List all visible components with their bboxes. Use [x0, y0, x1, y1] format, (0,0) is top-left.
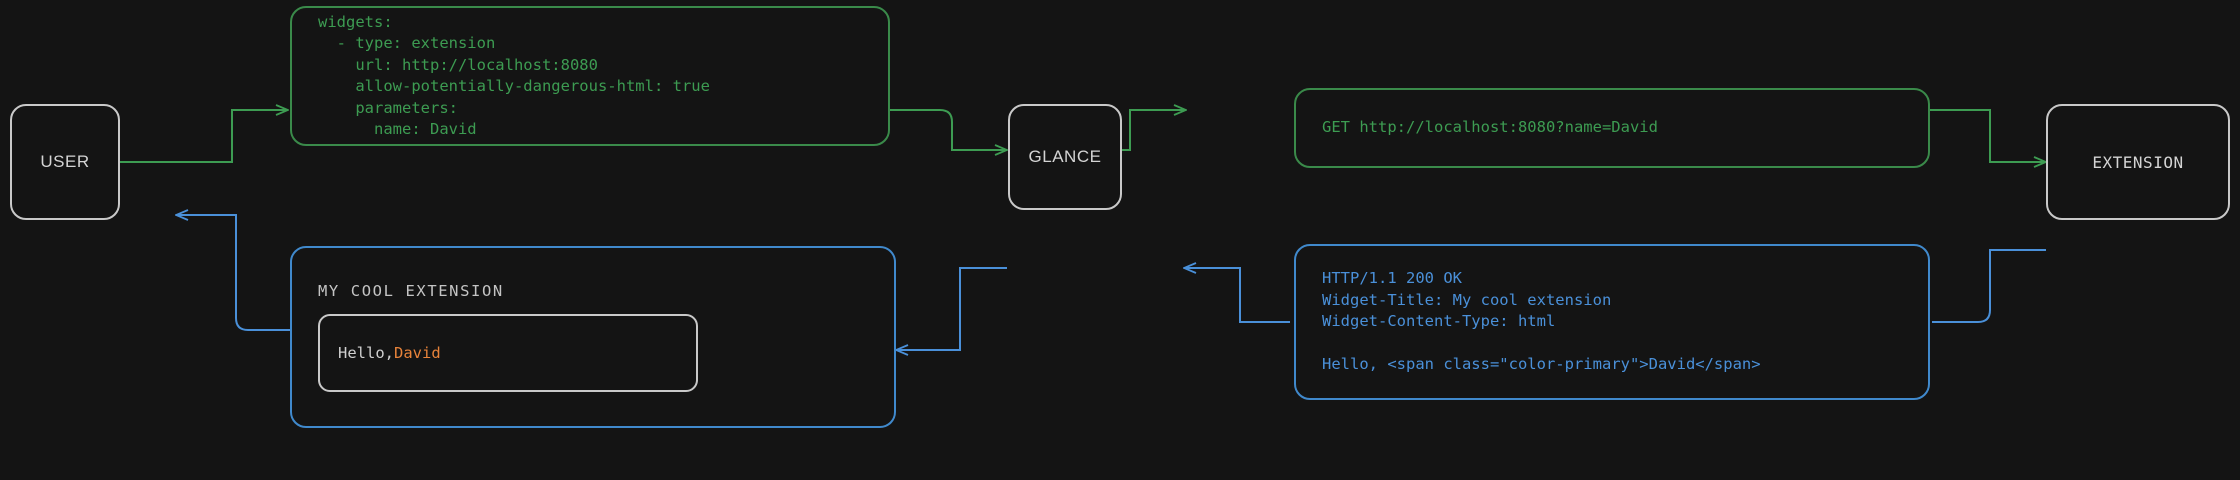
panel-config: widgets: - type: extension url: http://l… [290, 6, 890, 146]
edge-config-to-glance [890, 109, 1007, 150]
rendered-widget-inner: MY COOL EXTENSION Hello, David [292, 282, 894, 392]
widget-greeting-text: Hello, [338, 344, 394, 362]
rendered-widget-title: MY COOL EXTENSION [318, 282, 504, 300]
widget-accent-name: David [394, 344, 441, 362]
response-code: HTTP/1.1 200 OK Widget-Title: My cool ex… [1322, 269, 1761, 374]
config-code: widgets: - type: extension url: http://l… [318, 12, 710, 139]
node-glance-label: GLANCE [1028, 147, 1102, 166]
rendered-widget-body: Hello, David [318, 314, 698, 392]
node-user[interactable]: USER [10, 104, 120, 220]
panel-request: GET http://localhost:8080?name=David [1294, 88, 1930, 168]
node-extension-label: EXTENSION [2092, 152, 2184, 172]
edge-glance-to-rendered [896, 267, 1007, 350]
panel-response: HTTP/1.1 200 OK Widget-Title: My cool ex… [1294, 244, 1930, 400]
panel-rendered-widget: MY COOL EXTENSION Hello, David [290, 246, 896, 428]
edge-response-to-glance [1184, 268, 1290, 323]
edge-user-to-config [120, 110, 288, 163]
edge-extension-to-response [1932, 249, 2046, 323]
request-code: GET http://localhost:8080?name=David [1322, 118, 1658, 137]
node-user-label: USER [40, 152, 90, 171]
edge-request-to-extension [1930, 109, 2046, 162]
edge-rendered-to-user [176, 215, 291, 331]
node-glance[interactable]: GLANCE [1008, 104, 1122, 210]
node-extension[interactable]: EXTENSION [2046, 104, 2230, 220]
